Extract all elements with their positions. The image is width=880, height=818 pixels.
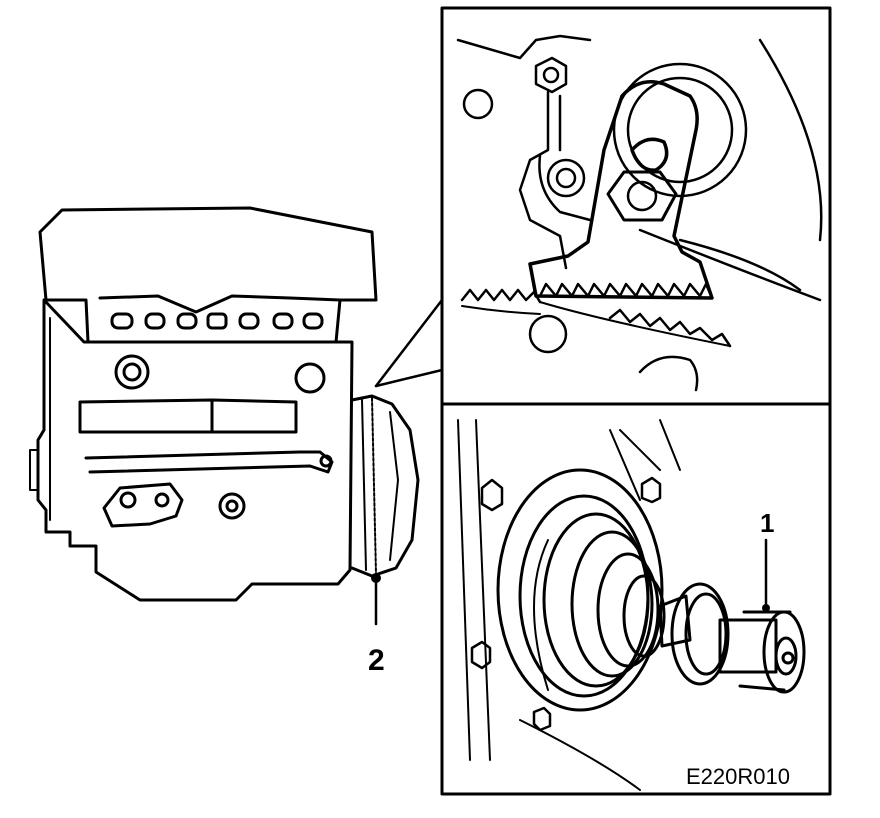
callout-1-dot: [762, 604, 770, 612]
engine-block: [29, 206, 420, 602]
callout-2-label: 2: [368, 644, 385, 677]
ring-gear-teeth: [460, 288, 542, 304]
detail-panel-lower: [440, 402, 832, 796]
detail-pointer: [374, 298, 444, 388]
detail-panel-upper: [440, 6, 832, 406]
tool-teeth: [538, 282, 714, 300]
callout-1-label: 1: [760, 508, 774, 538]
callout-2-dot: [371, 573, 381, 583]
figure-code: E220R010: [686, 764, 790, 789]
